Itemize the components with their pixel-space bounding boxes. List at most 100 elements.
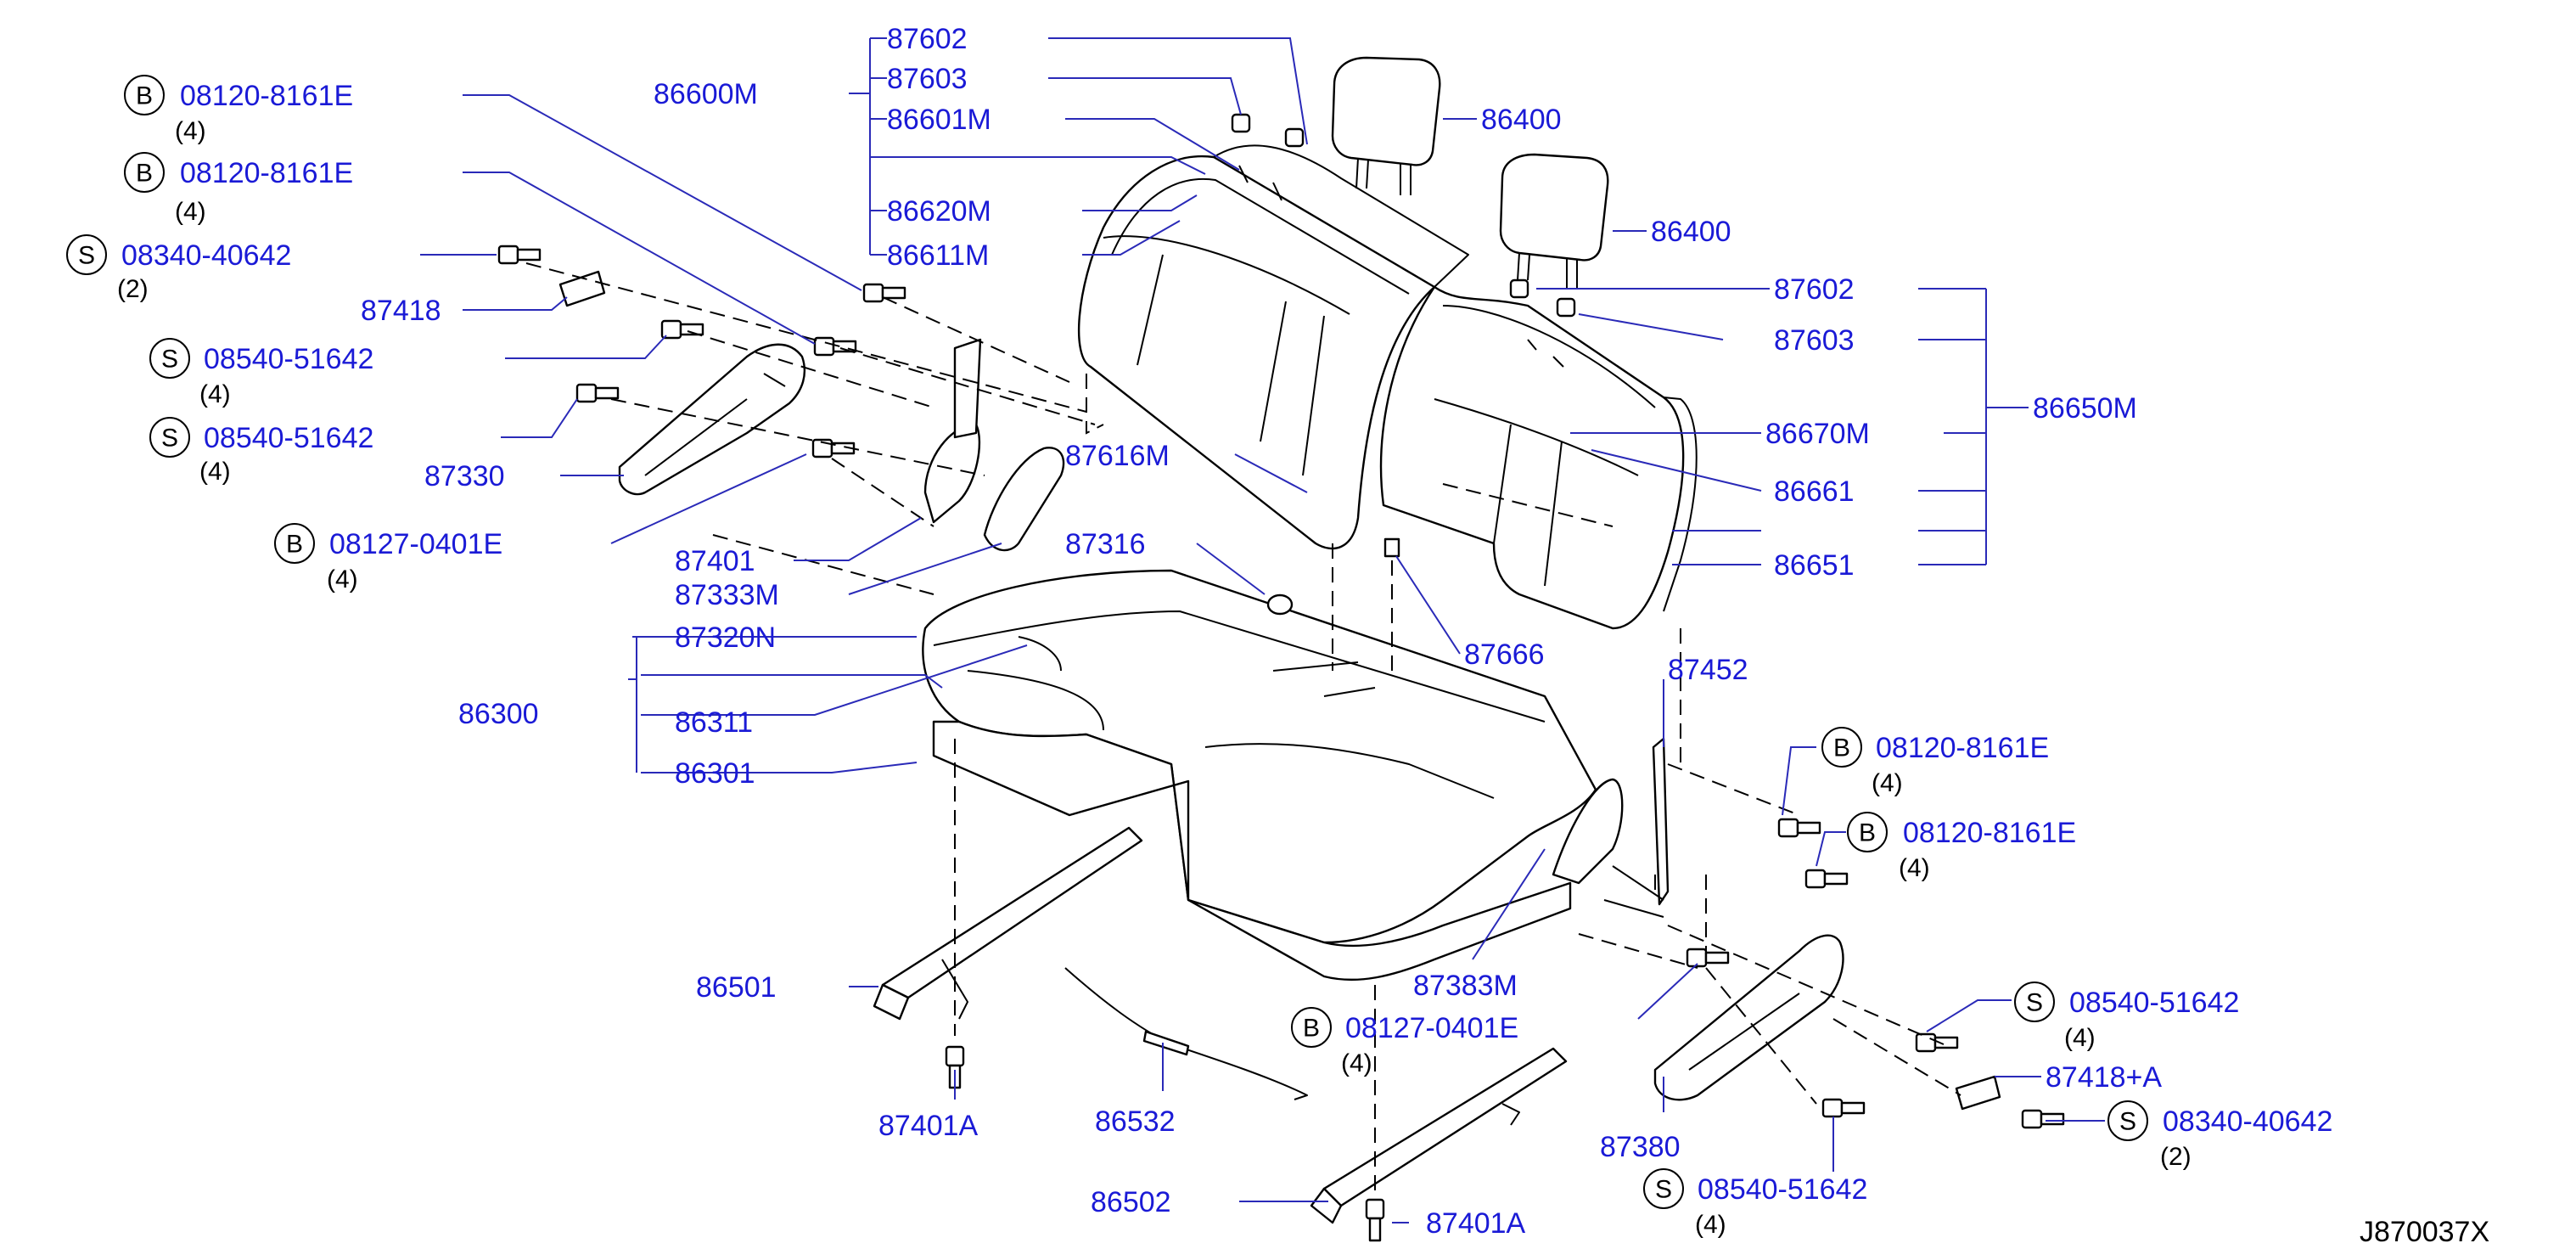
label-86611m: 86611M <box>887 239 989 272</box>
fastener-callout: B 08127-0401E (4) <box>1291 1007 1518 1077</box>
label-86620m: 86620M <box>887 195 991 228</box>
fastener-callout: S 08540-51642 (4) <box>2014 982 2239 1052</box>
right-recliner-illustration <box>1653 934 1844 1101</box>
label-87603-a: 87603 <box>887 63 968 95</box>
fastener-prefix: B <box>1303 1015 1320 1043</box>
fastener-callouts: B 08120-8161E (4) B 08120-8161E (4) S 08… <box>66 75 2332 1239</box>
label-87333m: 87333M <box>675 579 779 611</box>
fastener-prefix: B <box>1859 819 1876 847</box>
fastener-qty: (4) <box>1872 769 1903 797</box>
label-87401a-b: 87401A <box>1426 1207 1526 1240</box>
fastener-callout: S 08340-40642 (2) <box>2107 1100 2332 1171</box>
fastener-prefix: S <box>2119 1108 2136 1136</box>
fastener-callout: B 08120-8161E (4) <box>1847 812 2076 882</box>
fastener-prefix: S <box>78 242 95 270</box>
label-87666: 87666 <box>1464 638 1545 671</box>
label-87383m: 87383M <box>1413 970 1518 1002</box>
fastener-callout: B 08120-8161E (4) <box>124 152 353 226</box>
fastener-callout: S 08540-51642 (4) <box>149 338 373 408</box>
fastener-callout: S 08540-51642 (4) <box>1643 1168 1867 1239</box>
fastener-part-number: 08120-8161E <box>1876 732 2049 764</box>
fastener-prefix: B <box>136 160 153 188</box>
fastener-callout: S 08340-40642 (2) <box>66 234 291 303</box>
label-86651: 86651 <box>1774 549 1855 582</box>
seat-rail-86502-illustration <box>1310 1047 1568 1224</box>
label-86400-b: 86400 <box>1651 216 1731 248</box>
fastener-qty: (4) <box>327 565 358 593</box>
label-86400-a: 86400 <box>1481 104 1562 136</box>
label-86300: 86300 <box>458 698 539 730</box>
fastener-bolts <box>497 113 2065 1242</box>
fastener-qty: (4) <box>199 458 231 486</box>
fastener-prefix: S <box>2026 989 2043 1017</box>
label-87418: 87418 <box>361 295 441 327</box>
label-86502: 86502 <box>1091 1186 1171 1218</box>
bracket-87418a-illustration <box>1955 1075 2001 1111</box>
label-86661: 86661 <box>1774 475 1855 508</box>
label-87452: 87452 <box>1668 654 1748 686</box>
label-86650m: 86650M <box>2033 392 2137 425</box>
fastener-qty: (4) <box>2064 1024 2096 1052</box>
label-86501: 86501 <box>696 971 777 1004</box>
fastener-part-number: 08540-51642 <box>2069 987 2239 1019</box>
bracket-87418-illustration <box>558 270 606 307</box>
fastener-part-number: 08340-40642 <box>121 239 291 272</box>
fastener-callout: B 08120-8161E (4) <box>1821 727 2049 797</box>
fastener-prefix: B <box>136 82 153 110</box>
label-86601m: 86601M <box>887 104 991 136</box>
label-87320n: 87320N <box>675 622 776 654</box>
fastener-prefix: B <box>1833 734 1850 762</box>
fastener-prefix: S <box>1655 1176 1672 1204</box>
label-87602-b: 87602 <box>1774 273 1855 306</box>
fastener-qty: (4) <box>1695 1211 1726 1239</box>
fastener-callout: B 08127-0401E (4) <box>274 523 502 593</box>
fastener-prefix: S <box>161 346 178 374</box>
fastener-part-number: 08540-51642 <box>1698 1173 1867 1206</box>
label-86532: 86532 <box>1095 1105 1176 1138</box>
label-87602-a: 87602 <box>887 23 968 55</box>
right-seatback-illustration <box>1379 285 1698 630</box>
fastener-qty: (4) <box>175 198 206 226</box>
fastener-part-number: 08540-51642 <box>204 343 373 375</box>
left-bracket-illustration <box>923 338 982 524</box>
fastener-qty: (4) <box>175 117 206 145</box>
label-86600m: 86600M <box>654 78 758 110</box>
fastener-prefix: S <box>161 425 178 453</box>
fastener-qty: (4) <box>1341 1049 1372 1077</box>
fastener-callout: S 08540-51642 (4) <box>149 417 373 486</box>
headrest-illustration-2 <box>1499 153 1609 289</box>
fastener-part-number: 08120-8161E <box>1903 817 2076 849</box>
fastener-part-number: 08340-40642 <box>2163 1105 2332 1138</box>
fastener-qty: (2) <box>117 275 149 303</box>
label-87401a-a: 87401A <box>878 1110 979 1142</box>
fastener-part-number: 08120-8161E <box>180 80 353 112</box>
fastener-prefix: B <box>286 531 303 559</box>
label-86311: 86311 <box>675 706 753 739</box>
left-seatback-illustration <box>1077 144 1469 550</box>
label-87316: 87316 <box>1065 528 1146 560</box>
diagram-reference-id: J870037X <box>2360 1216 2489 1248</box>
label-87380: 87380 <box>1600 1131 1681 1163</box>
fastener-callout: B 08120-8161E (4) <box>124 75 353 145</box>
fastener-part-number: 08120-8161E <box>180 157 353 189</box>
fastener-part-number: 08127-0401E <box>1345 1012 1518 1044</box>
right-hinge-illustration <box>1552 737 1670 918</box>
label-86301: 86301 <box>675 757 755 790</box>
label-87603-b: 87603 <box>1774 324 1855 357</box>
label-86670m: 86670M <box>1765 418 1870 450</box>
wire-86532-illustration <box>1064 967 1308 1100</box>
fastener-part-number: 08540-51642 <box>204 422 373 454</box>
seat-rail-86501-illustration <box>873 826 1143 1021</box>
fastener-part-number: 08127-0401E <box>329 528 502 560</box>
label-87418a: 87418+A <box>2046 1061 2162 1094</box>
fastener-qty: (2) <box>2160 1143 2192 1171</box>
fastener-qty: (4) <box>199 380 231 408</box>
leader-lines <box>420 37 2105 1223</box>
fastener-qty: (4) <box>1899 854 1930 882</box>
label-87401: 87401 <box>675 545 755 577</box>
headrest-illustration-1 <box>1331 56 1441 195</box>
label-87616m: 87616M <box>1065 440 1170 472</box>
label-87330: 87330 <box>424 460 505 492</box>
assembly-lines <box>525 262 1961 1197</box>
